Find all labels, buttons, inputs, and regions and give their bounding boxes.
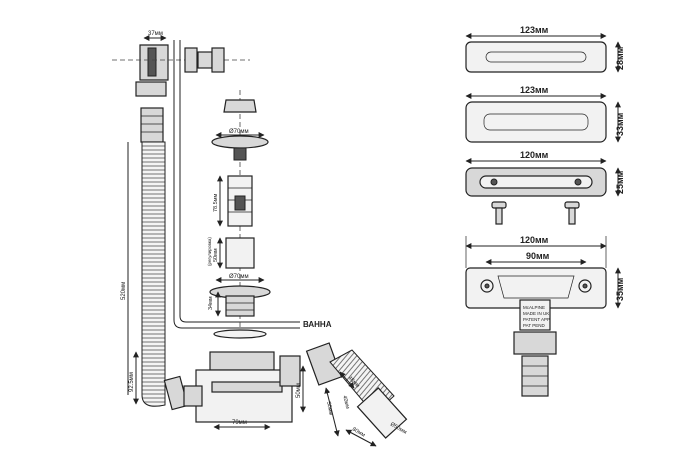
overflow-nut xyxy=(135,81,167,97)
dim-50-sub: (регулировка) xyxy=(207,237,212,266)
plug-cap xyxy=(223,99,257,113)
plate-4-height: 35мм xyxy=(615,277,625,301)
plug-disc xyxy=(211,135,269,149)
plate-3: 120мм 25мм xyxy=(465,150,625,225)
waste-plug-exploded: Ø70мм 78.5мм 50мм (регулировка) Ø70мм 34… xyxy=(207,90,271,339)
dim-79: 79мм xyxy=(232,420,247,426)
plate-4-width: 120мм xyxy=(520,235,549,245)
bath-label: ВАННА xyxy=(303,320,332,329)
plate-1-width: 123мм xyxy=(520,25,549,35)
plate-2-body xyxy=(465,101,607,143)
plate-4-inner: 90мм xyxy=(526,251,550,261)
plate-2-width: 123мм xyxy=(520,85,549,95)
flexible-hose xyxy=(141,141,166,407)
plate-2: 123мм 33мм xyxy=(465,85,625,143)
dim-40: 40мм xyxy=(341,395,350,410)
stamp-line-2: MADE IN UK xyxy=(523,311,549,316)
overflow-assembly: 37мм ВАННА 520мм xyxy=(112,31,332,407)
dim-34: 34мм xyxy=(208,296,214,310)
plate-3-height: 25мм xyxy=(615,170,625,194)
dim-70-top: Ø70мм xyxy=(229,129,249,135)
plate-2-height: 33мм xyxy=(615,112,625,136)
plate-4-nut xyxy=(513,331,557,355)
plate-1-body xyxy=(465,41,607,73)
stamp-line-1: McALPINE xyxy=(523,305,545,310)
stamp-line-4: PAT PEND xyxy=(523,323,546,328)
screw-left xyxy=(491,201,507,225)
overflow-adapter xyxy=(140,107,164,143)
dim-70-bottom: Ø70мм xyxy=(229,274,249,280)
trap-outlet xyxy=(279,355,301,387)
trap-housing xyxy=(195,369,293,423)
plate-3-width: 120мм xyxy=(520,150,549,160)
plate-4-stem xyxy=(519,299,551,331)
plate-1: 123мм 28мм xyxy=(465,25,625,73)
dim-50-right: 50мм xyxy=(296,383,302,398)
dim-520: 520мм xyxy=(121,282,127,300)
dim-50-lower: 50мм xyxy=(325,401,334,416)
bath-wall xyxy=(173,40,300,329)
dim-50-v: 50мм xyxy=(213,248,219,262)
stamp-line-3: PATENT APP. xyxy=(523,317,551,322)
dim-92: 92.5мм xyxy=(129,372,135,392)
plate-4: 120мм 90мм 35мм McALPINE MADE IN UK PATE… xyxy=(465,235,625,397)
dim-37: 37мм xyxy=(148,31,163,37)
outlet-elbow: 48мм 40мм 50мм 80мм Ø50мм xyxy=(305,342,408,447)
trap-body: 92.5мм 50мм 79мм xyxy=(129,351,306,430)
dim-78: 78.5мм xyxy=(213,194,219,212)
screw-right xyxy=(564,201,580,225)
plate-1-height: 28мм xyxy=(615,46,625,70)
adjust-sleeve xyxy=(225,237,255,269)
